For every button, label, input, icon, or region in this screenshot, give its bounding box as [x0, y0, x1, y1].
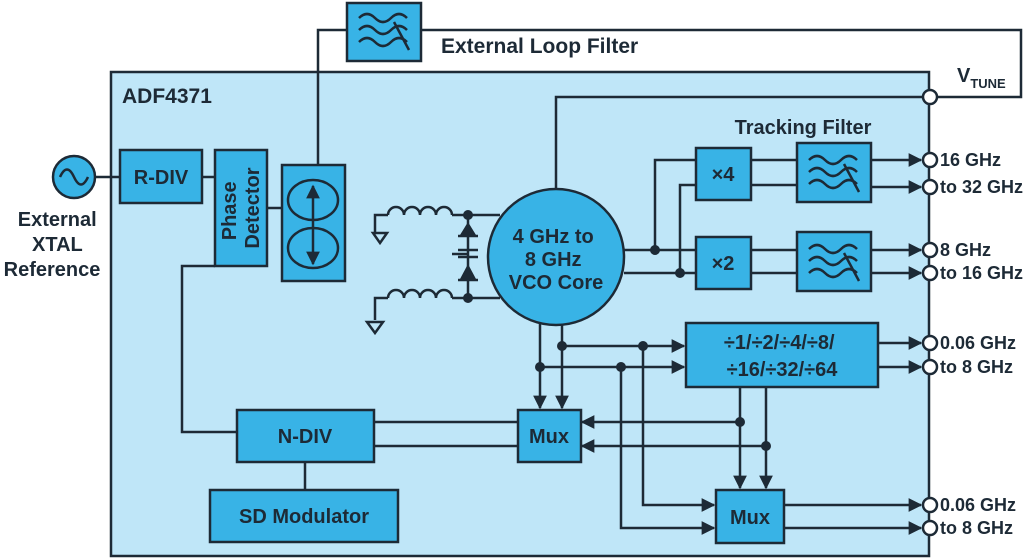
x4-label: ×4 — [712, 164, 736, 186]
vco-label: 4 GHz to 8 GHz VCO Core — [509, 226, 603, 294]
vtune-pin — [921, 88, 939, 106]
vco-core — [486, 187, 626, 327]
output-pin-4-pos — [921, 496, 939, 514]
output-divider-label: ÷1/÷2/÷4/÷8/ ÷16/÷32/÷64 — [724, 332, 840, 381]
output-pin-2-neg — [921, 264, 939, 282]
mux-a-block — [516, 408, 583, 464]
external-loop-filter: External Loop Filter — [345, 1, 638, 63]
chip-name: ADF4371 — [122, 85, 212, 108]
resonator-tank — [364, 205, 500, 336]
output-pin-1-neg — [921, 178, 939, 196]
tracking-filter-2 — [795, 230, 873, 293]
x4-block — [694, 146, 753, 202]
output-4-label-line2: to 8 GHz — [940, 518, 1013, 538]
loop-filter-input-wire — [316, 28, 347, 165]
loop-filter-label: External Loop Filter — [441, 35, 638, 58]
output-divider-block — [684, 321, 880, 389]
tracking-filter-1 — [795, 141, 873, 204]
output-pin-4-neg — [921, 519, 939, 537]
output-1-label-line2: to 32 GHz — [940, 177, 1023, 197]
ndiv-label: N-DIV — [278, 426, 333, 448]
mux-a-label: Mux — [529, 426, 569, 448]
phase-detector-label: Phase Detector — [219, 167, 264, 248]
rdiv-block — [118, 148, 204, 205]
filter-icon — [808, 154, 861, 193]
mux-b-block — [714, 488, 786, 545]
phase-detector-block — [213, 148, 269, 268]
output-pin-1-pos — [921, 151, 939, 169]
xtal-source: External XTAL Reference — [4, 154, 103, 281]
charge-pump-block — [280, 163, 347, 283]
mux-b-label: Mux — [730, 507, 770, 529]
output-4-label-line1: 0.06 GHz — [940, 495, 1016, 515]
vtune-wire — [554, 95, 923, 200]
vtune-label: VTUNE — [957, 65, 1006, 91]
filter-icon — [808, 243, 861, 282]
output-2-label-line2: to 16 GHz — [940, 263, 1023, 283]
xtal-label-line2: XTAL — [32, 234, 83, 256]
svg-text:External XTAL Refe: External XTAL Reference — [4, 209, 103, 281]
loop-filter-output-wire — [421, 28, 1023, 99]
sd-modulator-block — [208, 488, 400, 544]
output-3-label-line2: to 8 GHz — [940, 357, 1013, 377]
xtal-label-line3: Reference — [4, 259, 101, 281]
xtal-label-line1: External — [18, 209, 97, 231]
tracking-filter-title: Tracking Filter — [735, 117, 872, 139]
output-pin-3-neg — [921, 358, 939, 376]
output-3-label-line1: 0.06 GHz — [940, 333, 1016, 353]
output-1-label-line1: 16 GHz — [940, 150, 1001, 170]
output-2-label-line1: 8 GHz — [940, 240, 991, 260]
x2-label: ×2 — [712, 253, 735, 275]
output-pin-3-pos — [921, 334, 939, 352]
output-pin-2-pos — [921, 241, 939, 259]
x2-block — [694, 235, 753, 291]
sine-wave-icon — [58, 168, 90, 186]
feedback-wire — [180, 264, 237, 434]
filter-icon — [358, 12, 411, 51]
sd-modulator-label: SD Modulator — [239, 506, 369, 528]
rdiv-label: R-DIV — [134, 167, 189, 189]
